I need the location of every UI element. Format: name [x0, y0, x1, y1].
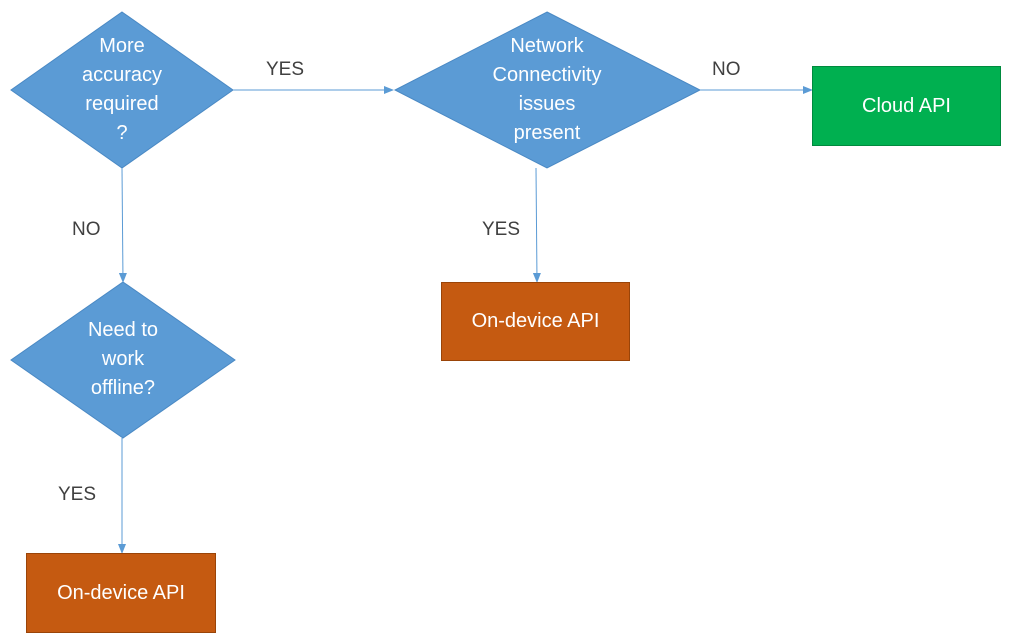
edge-label-accuracy-no: NO [72, 219, 101, 240]
decision-text-network: Network Connectivity issues present [492, 35, 602, 144]
connector-network-to-ondevice [532, 167, 541, 283]
edge-label-offline-yes: YES [58, 484, 97, 505]
decision-diamond-network [393, 11, 702, 169]
decision-text-offline: Need to work offline? [87, 319, 159, 399]
outcome-on-device-api-bottom: On-device API [26, 553, 216, 633]
edge-label-network-no: NO [712, 59, 741, 80]
outcome-on-device-api-top: On-device API [441, 282, 630, 361]
outcome-cloud-api: Cloud API [812, 66, 1001, 146]
decision-diamond-offline [10, 281, 236, 439]
connector-accuracy-to-offline [118, 167, 127, 283]
decision-text-accuracy: More accuracy required ? [81, 35, 163, 144]
edge-label-accuracy-yes: YES [266, 59, 305, 80]
edge-label-network-yes: YES [482, 219, 521, 240]
